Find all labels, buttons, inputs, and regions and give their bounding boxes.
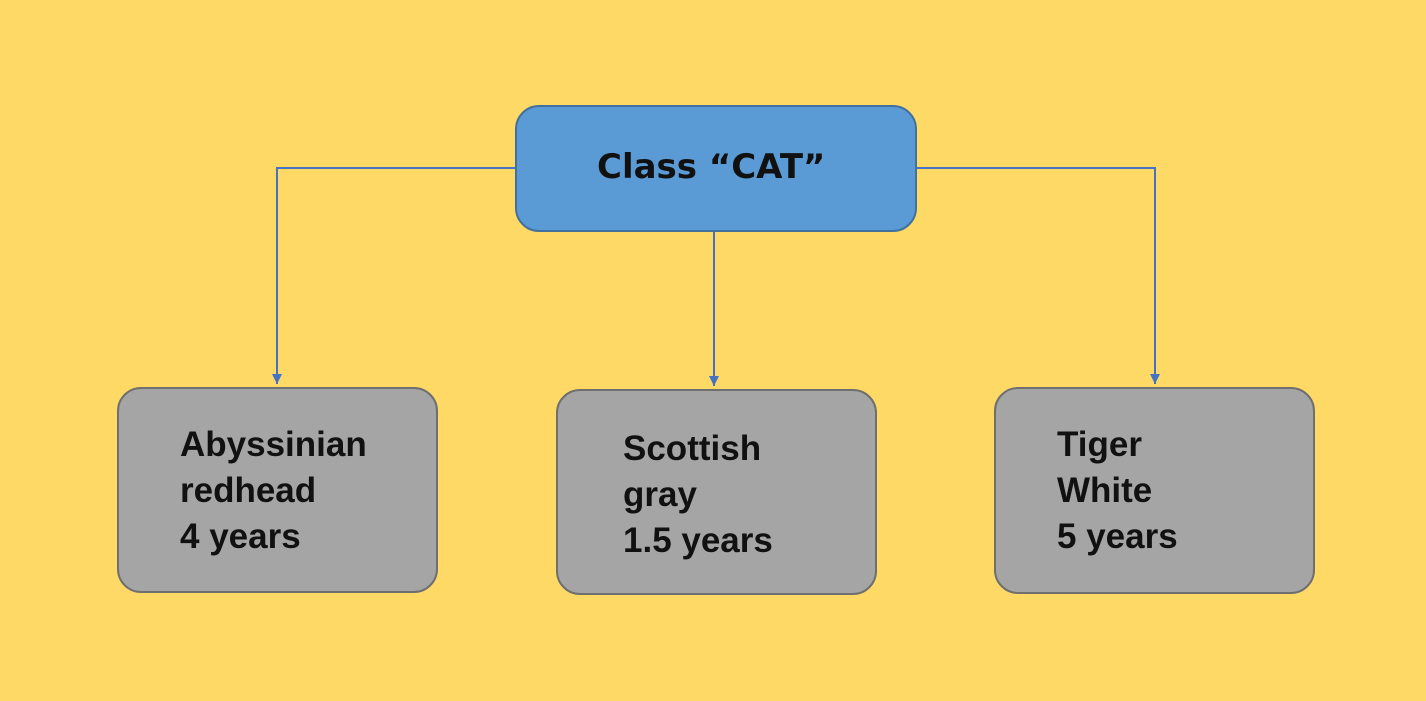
child-line: gray (623, 475, 697, 514)
child-box-scottish: Scottish gray 1.5 years (556, 389, 877, 595)
child-line: 1.5 years (623, 521, 773, 560)
class-cat-label: Class “CAT” (597, 147, 826, 187)
child-box-abyssinian-text: Abyssinian redhead 4 years (180, 422, 367, 560)
child-box-abyssinian: Abyssinian redhead 4 years (117, 387, 438, 593)
child-box-tiger-text: Tiger White 5 years (1057, 422, 1178, 560)
class-cat-box: Class “CAT” (515, 105, 917, 232)
connector-left (272, 167, 515, 384)
child-box-tiger: Tiger White 5 years (994, 387, 1315, 594)
child-line: Abyssinian (180, 425, 367, 464)
child-line: 5 years (1057, 517, 1178, 556)
child-line: White (1057, 471, 1153, 510)
child-line: Scottish (623, 429, 762, 468)
child-box-scottish-text: Scottish gray 1.5 years (623, 426, 773, 564)
connector-right (917, 167, 1160, 384)
child-line: 4 years (180, 517, 301, 556)
child-line: redhead (180, 471, 317, 510)
child-line: Tiger (1057, 425, 1142, 464)
